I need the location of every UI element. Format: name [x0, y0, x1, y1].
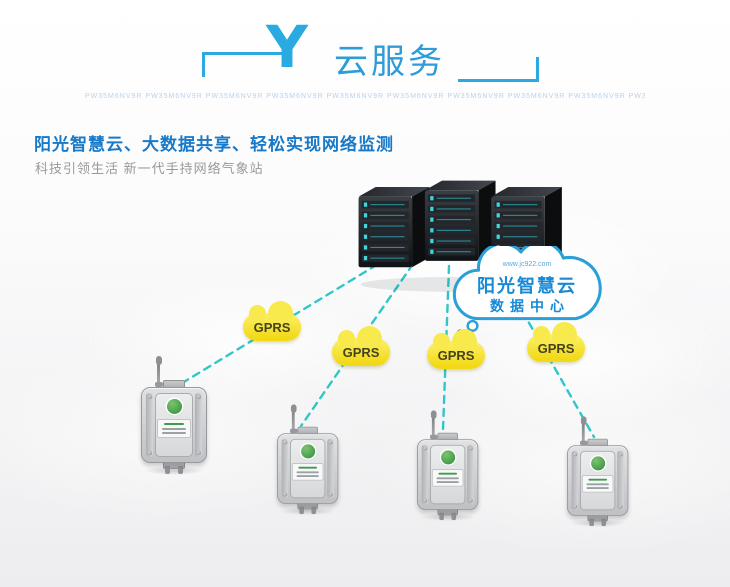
cable-glands	[277, 502, 338, 519]
device-rail	[195, 393, 202, 457]
device-rail	[617, 450, 624, 511]
server-tower-1	[358, 186, 430, 268]
badge-url-text: www.jc922.com	[502, 261, 552, 268]
gprs-bubble-3: GPRS	[427, 329, 485, 369]
hero-subheading: 科技引领生活 新一代手持网络气象站	[35, 161, 264, 176]
device-body	[277, 433, 339, 504]
device-rail	[571, 450, 579, 511]
device-rail	[327, 438, 334, 499]
cable-glands	[141, 461, 207, 479]
weather-station-device-3	[417, 410, 479, 522]
device-logo-icon	[590, 456, 605, 471]
device-rail	[467, 444, 474, 505]
weather-station-device-1	[141, 356, 207, 475]
antenna-icon	[154, 356, 163, 387]
device-logo-icon	[300, 444, 315, 459]
watermark-text: PW35M6NV9R PW35M6NV9R PW35M6NV9R PW35M6N…	[85, 93, 645, 100]
device-body	[567, 445, 629, 516]
gprs-bubble-2: GPRS	[332, 326, 390, 366]
device-face	[290, 438, 326, 499]
title-bracket-right-icon	[458, 57, 539, 82]
device-label	[156, 419, 192, 438]
device-rail	[421, 444, 429, 505]
device-face	[430, 444, 466, 505]
device-logo-icon	[166, 399, 182, 414]
device-logo-icon	[440, 450, 455, 465]
gprs-bubble-4: GPRS	[527, 322, 585, 362]
device-body	[417, 439, 479, 510]
weather-station-device-4	[567, 416, 629, 528]
badge-label: 数据中心	[490, 298, 570, 314]
antenna-icon	[579, 416, 587, 446]
device-rail	[146, 393, 153, 457]
page-title: 云服务	[334, 43, 445, 81]
gprs-label: GPRS	[537, 340, 575, 356]
weather-station-device-2	[277, 404, 339, 516]
device-face	[155, 393, 193, 457]
gprs-label: GPRS	[253, 319, 291, 335]
device-face	[580, 450, 616, 511]
gprs-label: GPRS	[342, 344, 380, 360]
data-center-badge: www.jc922.com 阳光智慧云 数据中心	[448, 246, 606, 342]
device-label	[291, 463, 324, 481]
badge-name: 阳光智慧云	[477, 276, 577, 296]
antenna-icon	[289, 404, 297, 434]
device-body	[141, 387, 207, 463]
brand-y-logo-icon: Y	[266, 13, 308, 81]
device-label	[581, 475, 614, 493]
gprs-bubble-1: GPRS	[243, 301, 301, 341]
title-bracket-left-icon	[202, 52, 283, 77]
device-label	[431, 469, 464, 487]
cable-glands	[417, 508, 478, 525]
gprs-label: GPRS	[437, 347, 475, 363]
device-rail	[281, 438, 289, 499]
cable-glands	[567, 514, 628, 531]
hero-heading: 阳光智慧云、大数据共享、轻松实现网络监测	[34, 135, 394, 154]
antenna-icon	[429, 410, 437, 440]
